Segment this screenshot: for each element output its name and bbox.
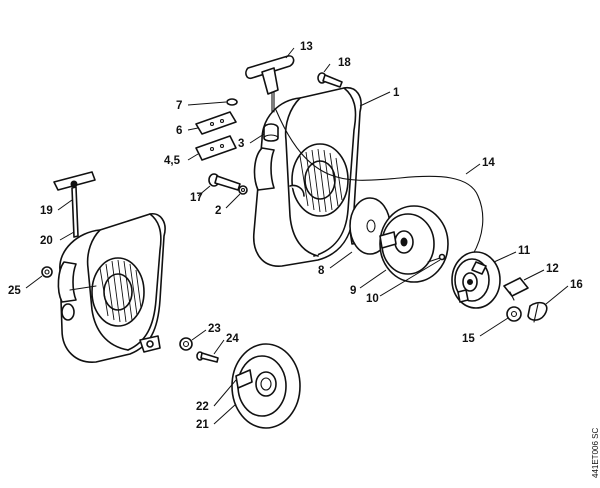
callout-7: 7 (176, 100, 182, 112)
part-16-spring-clip (527, 301, 548, 323)
callout-1: 1 (393, 87, 400, 99)
callout-2: 2 (215, 205, 221, 217)
callout-8: 8 (318, 265, 325, 277)
main-fan-fins (299, 148, 343, 213)
main-starter-cover (253, 87, 367, 267)
part-13-starter-grip (245, 55, 295, 113)
part-7-pin (226, 98, 238, 106)
part-3-rope-guide (263, 123, 279, 142)
part-18-screw (317, 72, 343, 88)
leader-lines (25, 47, 569, 425)
callout-19: 19 (40, 205, 53, 217)
part-25-nut (41, 266, 53, 278)
part-19-20-t-handle (53, 171, 96, 238)
callout-11: 11 (518, 245, 531, 257)
callout-12: 12 (546, 263, 559, 275)
part-24-screw (196, 351, 219, 363)
drawing-code: 441ET006 SC (591, 428, 600, 478)
callout-25: 25 (8, 285, 21, 297)
part-11-pawl-carrier (451, 251, 501, 309)
part-17-screw (208, 173, 241, 191)
callout-4-5: 4,5 (164, 155, 181, 167)
left-fan-housing (57, 212, 166, 363)
part-12-pawl (503, 277, 529, 301)
part-6-plate (195, 111, 237, 135)
callout-22: 22 (196, 401, 209, 413)
callout-labels: 13 18 1 7 6 4,5 3 17 2 14 8 9 10 11 12 1… (8, 41, 583, 431)
left-fan-fins (99, 259, 142, 323)
callout-17: 17 (190, 192, 203, 204)
callout-23: 23 (208, 323, 221, 335)
part-4-5-plate (195, 135, 237, 161)
part-14-starter-rope (275, 109, 484, 257)
callout-20: 20 (40, 235, 53, 247)
part-21-22-rope-rotor (231, 343, 301, 429)
callout-16: 16 (570, 279, 583, 291)
callout-13: 13 (300, 41, 313, 53)
callout-14: 14 (482, 157, 495, 169)
callout-21: 21 (196, 419, 209, 431)
callout-9: 9 (350, 285, 356, 297)
callout-3: 3 (238, 138, 244, 150)
callout-24: 24 (226, 333, 239, 345)
part-9-rope-rotor (379, 205, 449, 283)
part-2-washer (238, 185, 248, 195)
callout-15: 15 (462, 333, 475, 345)
part-15-washer (506, 306, 522, 322)
part-23-bushing (179, 337, 193, 351)
callout-18: 18 (338, 57, 351, 69)
callout-6: 6 (176, 125, 182, 137)
callout-10: 10 (366, 293, 379, 305)
part-10-spring (427, 253, 446, 263)
